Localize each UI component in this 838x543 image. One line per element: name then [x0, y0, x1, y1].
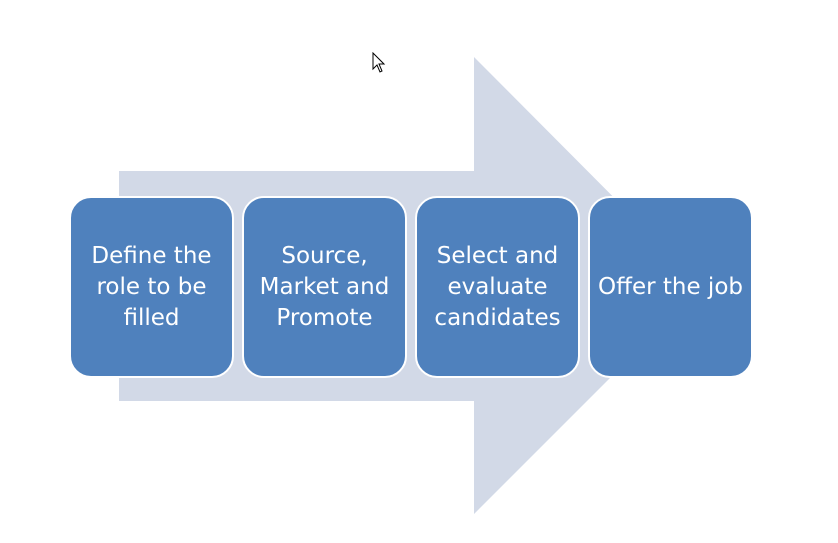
step-box-select-evaluate[interactable]: Select and evaluate candidates	[415, 196, 580, 378]
step-label: Offer the job	[598, 273, 743, 300]
step-label: Source, Market and Promote	[259, 242, 390, 331]
step-box-source-market-promote[interactable]: Source, Market and Promote	[242, 196, 407, 378]
background-arrow-shape	[119, 57, 702, 514]
mouse-pointer-icon	[372, 52, 386, 73]
step-label: Define the role to be filled	[91, 242, 212, 331]
step-box-define-role[interactable]: Define the role to be filled	[69, 196, 234, 378]
step-label: Select and evaluate candidates	[434, 242, 561, 331]
step-box-offer-job[interactable]: Offer the job	[588, 196, 753, 378]
